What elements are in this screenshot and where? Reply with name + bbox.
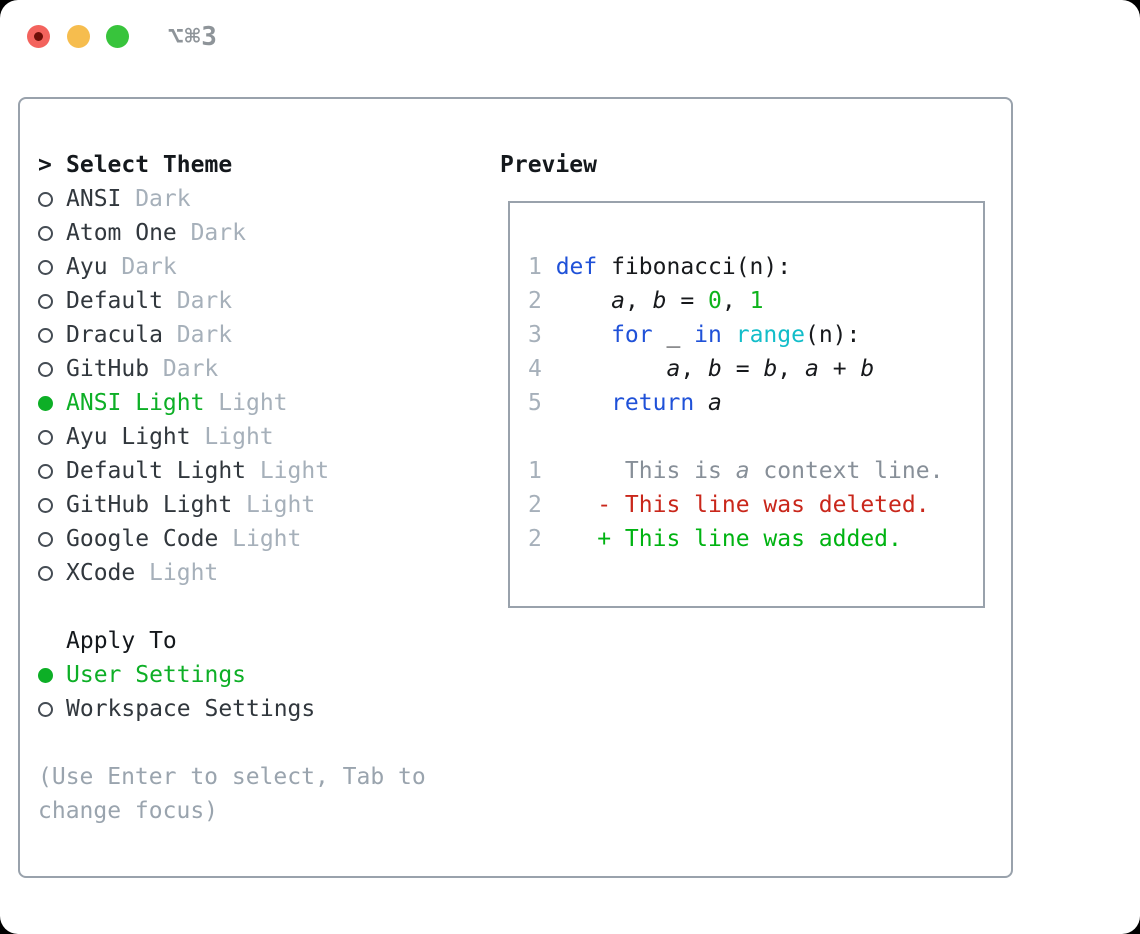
code-line: [528, 420, 983, 454]
line-number: 2: [528, 492, 542, 518]
code-line: 4 a, b = b, a + b: [528, 352, 983, 386]
theme-item-github-light[interactable]: GitHub Light Light: [38, 488, 478, 522]
radio-unselected-icon: [38, 225, 53, 241]
preview-title: Preview: [500, 152, 597, 178]
variant-label: Dark: [121, 254, 177, 280]
line-number: 3: [528, 322, 542, 348]
zoom-button[interactable]: [106, 25, 129, 48]
theme-item-ansi[interactable]: ANSI Dark: [38, 182, 478, 216]
radio-unselected-icon: [38, 497, 53, 513]
minimize-button[interactable]: [67, 25, 90, 48]
apply-to-title: Apply To: [66, 628, 177, 654]
theme-item-default[interactable]: Default Dark: [38, 284, 478, 318]
variant-label: Dark: [162, 356, 219, 382]
prompt-caret-icon: >: [38, 152, 52, 178]
item-label: Default Light: [66, 458, 247, 484]
code-line: 2 - This line was deleted.: [528, 488, 983, 522]
radio-unselected-icon: [38, 565, 53, 581]
code-line: 2 + This line was added.: [528, 522, 983, 556]
title-bar: ⌥⌘3: [0, 0, 1140, 60]
select-theme-title: Select Theme: [66, 152, 233, 178]
code-line: 1 This is a context line.: [528, 454, 983, 488]
keyboard-hint: (Use Enter to select, Tab to change focu…: [38, 764, 426, 824]
radio-unselected-icon: [38, 531, 53, 547]
item-label: Ayu: [66, 254, 108, 280]
radio-unselected-icon: [38, 361, 53, 377]
line-number: 2: [528, 288, 542, 314]
radio-unselected-icon: [38, 463, 53, 479]
line-number: 2: [528, 526, 542, 552]
item-label: Dracula: [66, 322, 163, 348]
variant-label: Light: [259, 458, 330, 484]
radio-unselected-icon: [38, 701, 53, 717]
radio-unselected-icon: [38, 429, 53, 445]
line-number: 5: [528, 390, 542, 416]
theme-item-atom-one[interactable]: Atom One Dark: [38, 216, 478, 250]
theme-item-ayu[interactable]: Ayu Dark: [38, 250, 478, 284]
window-title: ⌥⌘3: [168, 22, 218, 52]
theme-item-dracula[interactable]: Dracula Dark: [38, 318, 478, 352]
theme-item-github[interactable]: GitHub Dark: [38, 352, 478, 386]
item-label: GitHub Light: [66, 492, 233, 518]
apply-option-user-settings[interactable]: User Settings: [38, 658, 478, 692]
item-label: Ayu Light: [66, 424, 191, 450]
variant-label: Light: [204, 424, 274, 450]
radio-unselected-icon: [38, 327, 53, 343]
variant-label: Light: [245, 492, 316, 518]
variant-label: Light: [232, 526, 302, 552]
theme-item-ansi-light[interactable]: ANSI Light Light: [38, 386, 478, 420]
item-label: ANSI Light: [66, 390, 205, 416]
item-label: User Settings: [66, 662, 247, 688]
theme-item-google-code[interactable]: Google Code Light: [38, 522, 478, 556]
variant-label: Dark: [190, 220, 246, 246]
radio-unselected-icon: [38, 293, 53, 309]
radio-unselected-icon: [38, 191, 53, 207]
select-theme-header: > Select Theme: [38, 148, 478, 182]
variant-label: Light: [218, 390, 288, 416]
theme-item-ayu-light[interactable]: Ayu Light Light: [38, 420, 478, 454]
variant-label: Light: [149, 560, 219, 586]
close-button[interactable]: [27, 25, 50, 48]
theme-item-default-light[interactable]: Default Light Light: [38, 454, 478, 488]
item-label: Default: [66, 288, 163, 314]
apply-option-workspace-settings[interactable]: Workspace Settings: [38, 692, 478, 726]
code-line: 5 return a: [528, 386, 983, 420]
radio-selected-icon: [38, 395, 53, 411]
item-label: Atom One: [66, 220, 177, 246]
item-label: GitHub: [66, 356, 150, 382]
radio-selected-icon: [38, 667, 53, 683]
variant-label: Dark: [176, 288, 233, 314]
variant-label: Dark: [135, 186, 191, 212]
item-label: Google Code: [66, 526, 219, 552]
code-line: 3 for _ in range(n):: [528, 318, 983, 352]
variant-label: Dark: [176, 322, 233, 348]
line-number: 1: [528, 254, 542, 280]
item-label: ANSI: [66, 186, 122, 212]
radio-unselected-icon: [38, 259, 53, 275]
apply-to-header: Apply To: [38, 624, 478, 658]
line-number: 1: [528, 458, 542, 484]
theme-item-xcode[interactable]: XCode Light: [38, 556, 478, 590]
line-number: 4: [528, 356, 542, 382]
code-line: 2 a, b = 0, 1: [528, 284, 983, 318]
item-label: XCode: [66, 560, 136, 586]
item-label: Workspace Settings: [66, 696, 316, 722]
spacer: [38, 590, 478, 624]
